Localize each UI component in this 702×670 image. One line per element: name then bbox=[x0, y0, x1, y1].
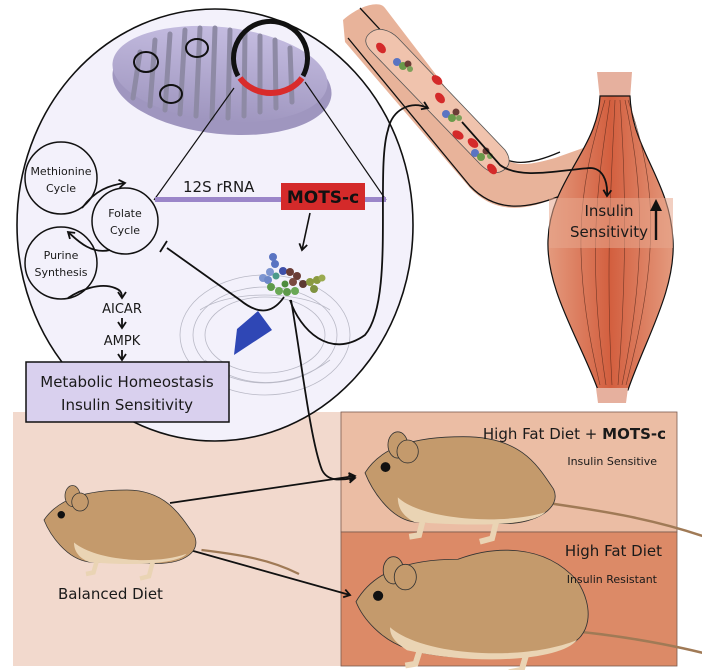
muscle-label-line1: Insulin bbox=[584, 202, 633, 220]
insulin-resistant-label: Insulin Resistant bbox=[567, 573, 658, 586]
methionine-cycle-line2: Cycle bbox=[46, 182, 76, 195]
path-cell-to-hfd-mots-c bbox=[290, 299, 357, 484]
mots-c-gene-label: MOTS-c bbox=[287, 188, 359, 208]
arrow-balanced-to-hfd bbox=[171, 544, 352, 599]
mouse-hfd bbox=[355, 549, 702, 670]
folate-cycle-line1: Folate bbox=[108, 207, 142, 220]
peptide-cluster bbox=[442, 108, 462, 122]
mtdna-circles bbox=[133, 38, 209, 104]
cycle-arrow-methionine-to-folate bbox=[81, 179, 127, 209]
mtdna-main bbox=[231, 18, 310, 78]
purine-synthesis-line1: Purine bbox=[44, 249, 79, 262]
metabolic-outcome-line2: Insulin Sensitivity bbox=[61, 396, 193, 414]
blood-vessel bbox=[343, 4, 606, 208]
inhibition-line-to-folate bbox=[166, 247, 285, 312]
hfd-mots-c-title: High Fat Diet + MOTS-c bbox=[483, 425, 666, 443]
ampk-label: AMPK bbox=[104, 334, 141, 349]
insulin-sensitive-label: Insulin Sensitive bbox=[567, 455, 657, 468]
rbc bbox=[431, 75, 443, 85]
balanced-diet-label: Balanced Diet bbox=[58, 585, 163, 603]
aicar-label: AICAR bbox=[102, 302, 142, 317]
zoom-line-left bbox=[153, 87, 235, 201]
inhibition-bar-icon bbox=[159, 240, 168, 253]
rbc bbox=[467, 138, 479, 148]
metabolic-outcome-box bbox=[25, 361, 230, 423]
metabolic-outcome-line1: Metabolic Homeostasis bbox=[40, 373, 214, 391]
purine-synthesis: Purine Synthesis bbox=[24, 226, 98, 300]
hfd-title: High Fat Diet bbox=[565, 542, 662, 560]
path-blood-to-muscle bbox=[461, 121, 613, 198]
arrow-balanced-to-hfd-mots-c bbox=[169, 472, 357, 504]
mitochondrion bbox=[112, 18, 332, 136]
rbc bbox=[487, 163, 497, 175]
skeletal-muscle: Insulin Sensitivity bbox=[547, 72, 674, 403]
arrow-mots-c-to-peptide bbox=[298, 212, 311, 252]
purine-synthesis-line2: Synthesis bbox=[34, 266, 87, 279]
hfd-mots-c-title-bold: MOTS-c bbox=[602, 425, 666, 443]
path-cell-to-blood bbox=[289, 101, 430, 346]
zoom-line-right bbox=[304, 81, 387, 201]
mouse-hfd-mots-c bbox=[364, 431, 702, 545]
methionine-cycle: Methionine Cycle bbox=[24, 141, 98, 215]
mots-c-peptides-in-blood bbox=[393, 58, 493, 161]
mito-cristae bbox=[130, 25, 295, 121]
folate-cycle-line2: Cycle bbox=[110, 224, 140, 237]
muscle-tendon-top bbox=[597, 72, 632, 100]
peptide-cluster bbox=[393, 58, 413, 72]
hfd-mots-c-title-prefix: High Fat Diet + bbox=[483, 425, 602, 443]
muscle-tendon-bottom bbox=[596, 388, 628, 403]
mots-c-gene-box bbox=[281, 183, 365, 210]
rrna-label: 12S rRNA bbox=[183, 178, 255, 196]
rbc bbox=[435, 92, 445, 104]
mtdna-mots-c-region bbox=[237, 76, 305, 96]
red-blood-cells bbox=[376, 42, 497, 175]
cycle-arrow-purine-to-aicar bbox=[67, 285, 127, 300]
rbc bbox=[452, 130, 464, 140]
methionine-cycle-line1: Methionine bbox=[30, 165, 91, 178]
muscle-label-line2: Sensitivity bbox=[570, 223, 648, 241]
rbc bbox=[376, 42, 386, 54]
mots-c-peptide bbox=[259, 253, 326, 296]
mouse-balanced-diet bbox=[43, 485, 300, 581]
rrna-gene-bar bbox=[155, 197, 386, 202]
cycle-arrow-folate-to-purine bbox=[66, 230, 111, 252]
receptor-icon bbox=[234, 311, 272, 355]
cell: 12S rRNA MOTS-c Methionine Cycle Folate … bbox=[16, 8, 414, 442]
